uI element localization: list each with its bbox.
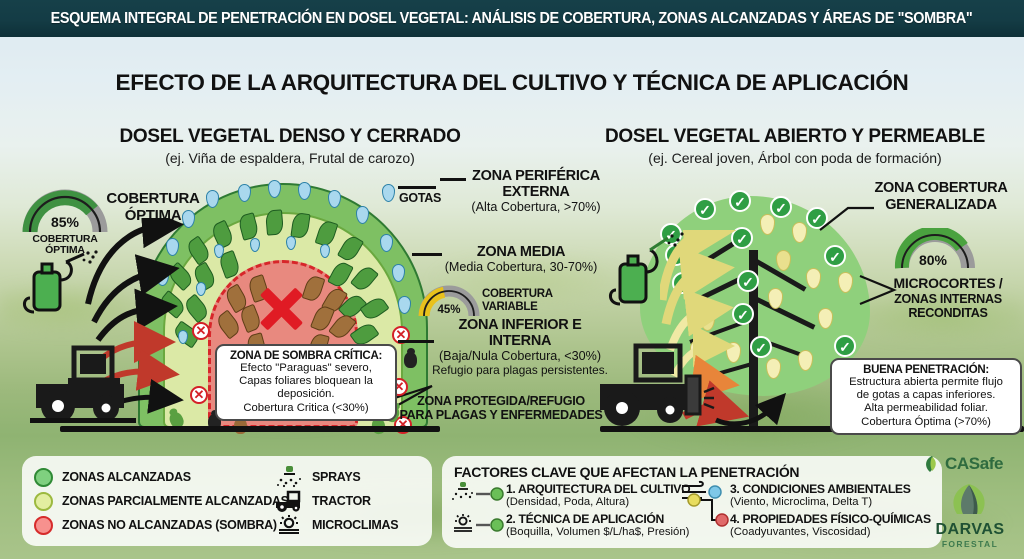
covered-check-icon: ✓ [770, 196, 792, 218]
covered-check-icon: ✓ [806, 207, 828, 229]
factor-item-3: 3. CONDICIONES AMBIENTALES (Viento, Micr… [730, 482, 911, 508]
legend-row-tractor: TRACTOR [274, 489, 398, 513]
label-zona-cobertura-generalizada: ZONA COBERTURA GENERALIZADA [874, 180, 1008, 213]
callout-zona-sombra-critica: ZONA DE SOMBRA CRÍTICA: Efecto "Paraguas… [215, 344, 397, 421]
factor-3-name: 3. CONDICIONES AMBIENTALES [730, 482, 911, 496]
gauge-caption-line1: COBERTURA [32, 233, 98, 245]
label-microcortes: MICROCORTES / ZONAS INTERNAS RECONDITAS [893, 275, 1003, 320]
leader-line-cobertura-generalizada [819, 206, 874, 231]
header-title: ESQUEMA INTEGRAL DE PENETRACIÓN EN DOSEL… [51, 9, 973, 27]
page-title: EFECTO DE LA ARQUITECTURA DEL CULTIVO Y … [115, 70, 909, 95]
right-panel-title: DOSEL VEGETAL ABIERTO Y PERMEABLE [604, 126, 986, 147]
blocked-x-icon: ✕ [192, 322, 210, 340]
sprayer-icon-right [609, 232, 684, 306]
microclimate-icon [454, 514, 504, 532]
leader-line-gotas [398, 186, 436, 189]
casafe-logo-text: CASafe [945, 454, 1004, 473]
factors-title: FACTORES CLAVE QUE AFECTAN LA PENETRACIÓ… [454, 464, 800, 480]
covered-check-icon: ✓ [729, 190, 751, 212]
sprayer-icon-left [23, 250, 98, 314]
covered-check-icon: ✓ [824, 245, 846, 267]
legend-row-unreached: ZONAS NO ALCANZADAS (SOMBRA) [34, 513, 420, 537]
factors-panel: FACTORES CLAVE QUE AFECTAN LA PENETRACIÓ… [442, 456, 942, 548]
covered-check-icon: ✓ [750, 336, 772, 358]
legend-label-partial: ZONAS PARCIALMENTE ALCANZADAS [62, 494, 289, 508]
label-gotas: GOTAS [399, 191, 442, 205]
gauge-value-45: 45% [437, 304, 461, 316]
blocked-x-icon: ✕ [190, 386, 208, 404]
factor-item-4: 4. PROPIEDADES FÍSICO-QUÍMICAS (Coadyuva… [730, 512, 931, 538]
legend-label-unreached: ZONAS NO ALCANZADAS (SOMBRA) [62, 518, 277, 532]
microclimate-icon [274, 514, 304, 536]
legend-row-sprays: SPRAYS [274, 465, 398, 489]
spray-icon [274, 466, 304, 488]
casafe-leaf-icon [926, 456, 936, 472]
legend-icon-column: SPRAYS TRACTOR MICROCLIMAS [274, 465, 399, 537]
legend-dot-red [34, 515, 53, 535]
label-zona-periferica: ZONA PERIFÉRICA EXTERNA (Alta Cobertura,… [471, 168, 601, 214]
ground-line-left [60, 426, 440, 432]
covered-check-icon: ✓ [694, 198, 716, 220]
coverage-optimal-label: COBERTURA ÓPTIMA [106, 190, 200, 224]
covered-check-icon: ✓ [834, 335, 856, 357]
legend-row-reached: ZONAS ALCANZADAS [34, 465, 420, 489]
big-x-icon [258, 286, 304, 332]
factor-4-detail: (Coadyuvantes, Viscosidad) [730, 526, 871, 538]
leader-line-microcortes [859, 274, 897, 306]
label-zona-protegida: ZONA PROTEGIDA/REFUGIO PARA PLAGAS Y ENF… [399, 394, 603, 422]
factor-item-2: 2. TÉCNICA DE APLICACIÓN (Boquilla, Volu… [506, 512, 689, 538]
label-zona-media: ZONA MEDIA (Media Cobertura, 30-70%) [444, 244, 598, 274]
legend-label-sprays: SPRAYS [312, 470, 361, 484]
spray-flow-arrows-left [85, 218, 184, 414]
gauge-caption-line2: ÓPTIMA [45, 244, 85, 256]
darvas-logo-subtext: FORESTAL [941, 539, 999, 549]
legend-label-reached: ZONAS ALCANZADAS [62, 470, 191, 484]
tractor-icon [274, 490, 304, 512]
gauge-coverage-variable: 45% [418, 285, 480, 323]
factor-4-name: 4. PROPIEDADES FÍSICO-QUÍMICAS [730, 512, 931, 526]
factor-1-name: 1. ARQUITECTURA DEL CULTIVO [506, 482, 691, 496]
node-icon [687, 493, 729, 527]
spray-icon [452, 482, 504, 501]
left-panel-subtitle: (ej. Viña de espaldera, Frutal de carozo… [165, 150, 415, 166]
covered-check-icon: ✓ [737, 270, 759, 292]
leader-line-peripheral [440, 178, 466, 181]
legend-panel: ZONAS ALCANZADAS ZONAS PARCIALMENTE ALCA… [22, 456, 432, 546]
factor-2-name: 2. TÉCNICA DE APLICACIÓN [506, 512, 664, 526]
legend-row-microclimas: MICROCLIMAS [274, 513, 399, 537]
right-panel-subtitle: (ej. Cereal joven, Árbol con poda de for… [648, 150, 942, 166]
legend-dot-yellow [34, 491, 53, 511]
left-panel-title: DOSEL VEGETAL DENSO Y CERRADO [119, 126, 461, 147]
pest-icon [404, 348, 417, 368]
logos-block: CASafe DARVAS FORESTAL [922, 452, 1018, 556]
legend-label-tractor: TRACTOR [312, 494, 371, 508]
label-zona-inferior: ZONA INFERIOR E INTERNA (Baja/Nula Cober… [432, 317, 608, 377]
gauge-value-85: 85% [50, 214, 80, 230]
label-cobertura-variable: COBERTURA VARIABLE [482, 288, 553, 313]
legend-dot-green [34, 467, 53, 487]
blocked-x-icon: ✕ [392, 326, 410, 344]
gauge-coverage-optimal: 85% COBERTURA ÓPTIMA [22, 188, 108, 256]
leader-line-inferior [398, 340, 434, 343]
darvas-logo-text: DARVAS [935, 521, 1005, 538]
factor-3-detail: (Viento, Microclima, Delta T) [730, 496, 873, 508]
ground-line-right [600, 426, 1024, 432]
tractor-icon-left [30, 345, 136, 423]
darvas-tree-icon [953, 484, 985, 514]
legend-row-partial: ZONAS PARCIALMENTE ALCANZADAS [34, 489, 420, 513]
factor-item-1: 1. ARQUITECTURA DEL CULTIVO (Densidad, P… [506, 482, 691, 508]
factor-1-detail: (Densidad, Poda, Altura) [506, 496, 630, 508]
factor-2-detail: (Boquilla, Volumen $/L/ha$, Presión) [506, 526, 690, 538]
legend-label-microclimas: MICROCLIMAS [312, 518, 399, 532]
gauge-value-80: 80% [918, 252, 948, 268]
header-bar: ESQUEMA INTEGRAL DE PENETRACIÓN EN DOSEL… [0, 0, 1024, 37]
gauge-coverage-generalized: 80% [894, 225, 980, 274]
leader-line-media [412, 253, 442, 256]
callout-buena-penetracion: BUENA PENETRACIÓN: Estructura abierta pe… [830, 358, 1022, 435]
